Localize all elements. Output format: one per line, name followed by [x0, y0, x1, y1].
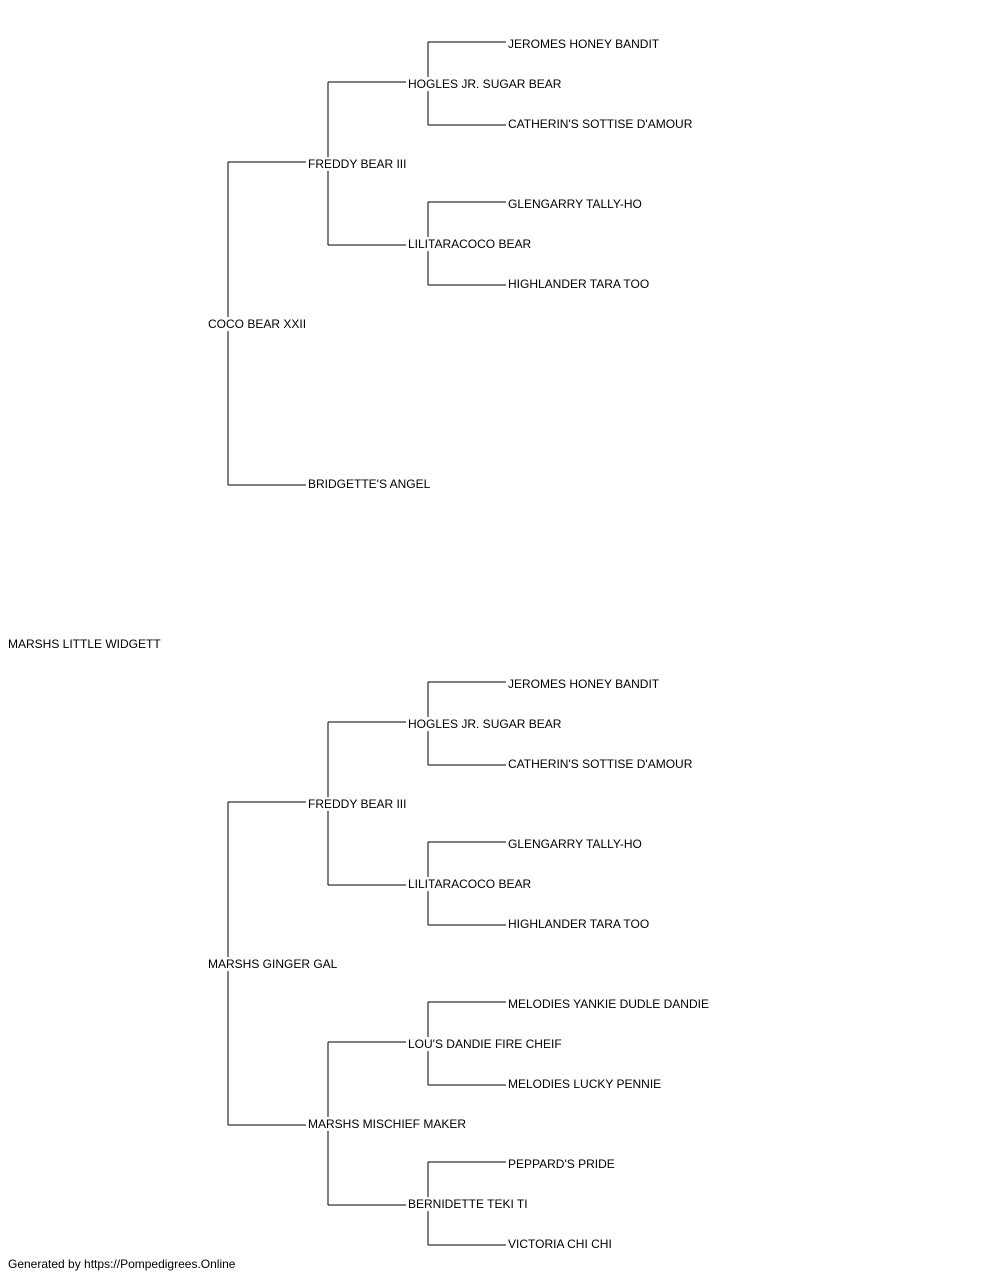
maternal-grandsire-name: FREDDY BEAR III: [308, 797, 409, 811]
dam-name: MARSHS GINGER GAL: [208, 957, 340, 971]
paternal-grandsire-name: FREDDY BEAR III: [308, 157, 409, 171]
ancestor-name: MELODIES LUCKY PENNIE: [508, 1077, 664, 1091]
ancestor-name: PEPPARD'S PRIDE: [508, 1157, 617, 1171]
ancestor-name: LILITARACOCO BEAR: [408, 237, 534, 251]
ancestor-name: JEROMES HONEY BANDIT: [508, 677, 662, 691]
ancestor-name: GLENGARRY TALLY-HO: [508, 197, 644, 211]
ancestor-name: VICTORIA CHI CHI: [508, 1237, 614, 1251]
ancestor-name: HOGLES JR. SUGAR BEAR: [408, 717, 564, 731]
paternal-granddam-name: BRIDGETTE'S ANGEL: [308, 477, 433, 491]
ancestor-name: HIGHLANDER TARA TOO: [508, 277, 652, 291]
ancestor-name: BERNIDETTE TEKI TI: [408, 1197, 530, 1211]
ancestor-name: LILITARACOCO BEAR: [408, 877, 534, 891]
ancestor-name: JEROMES HONEY BANDIT: [508, 37, 662, 51]
generator-credit: Generated by https://Pompedigrees.Online: [8, 1257, 236, 1271]
ancestor-name: HIGHLANDER TARA TOO: [508, 917, 652, 931]
ancestor-name: GLENGARRY TALLY-HO: [508, 837, 644, 851]
subject-name: MARSHS LITTLE WIDGETT: [8, 637, 163, 651]
ancestor-name: HOGLES JR. SUGAR BEAR: [408, 77, 564, 91]
sire-name: COCO BEAR XXII: [208, 317, 309, 331]
ancestor-name: CATHERIN'S SOTTISE D'AMOUR: [508, 117, 695, 131]
ancestor-name: MELODIES YANKIE DUDLE DANDIE: [508, 997, 711, 1011]
ancestor-name: CATHERIN'S SOTTISE D'AMOUR: [508, 757, 695, 771]
ancestor-name: LOU'S DANDIE FIRE CHEIF: [408, 1037, 564, 1051]
maternal-granddam-name: MARSHS MISCHIEF MAKER: [308, 1117, 469, 1131]
